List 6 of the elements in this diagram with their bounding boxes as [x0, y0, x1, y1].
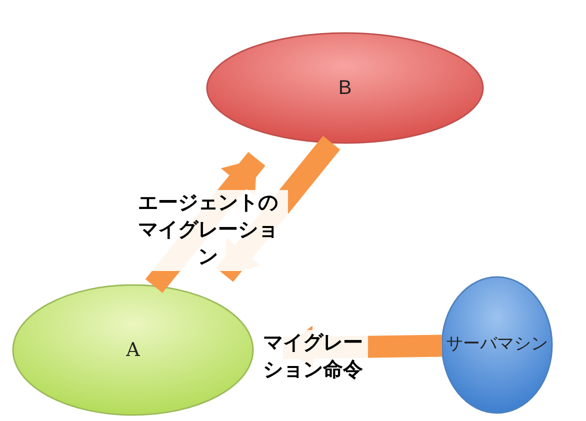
circle-node [441, 276, 553, 414]
node-label: A [126, 338, 140, 363]
node-label: サーバマシン [446, 333, 548, 356]
ellipse-node [206, 32, 484, 144]
ellipse-node [12, 284, 254, 416]
node-label: B [338, 76, 352, 101]
